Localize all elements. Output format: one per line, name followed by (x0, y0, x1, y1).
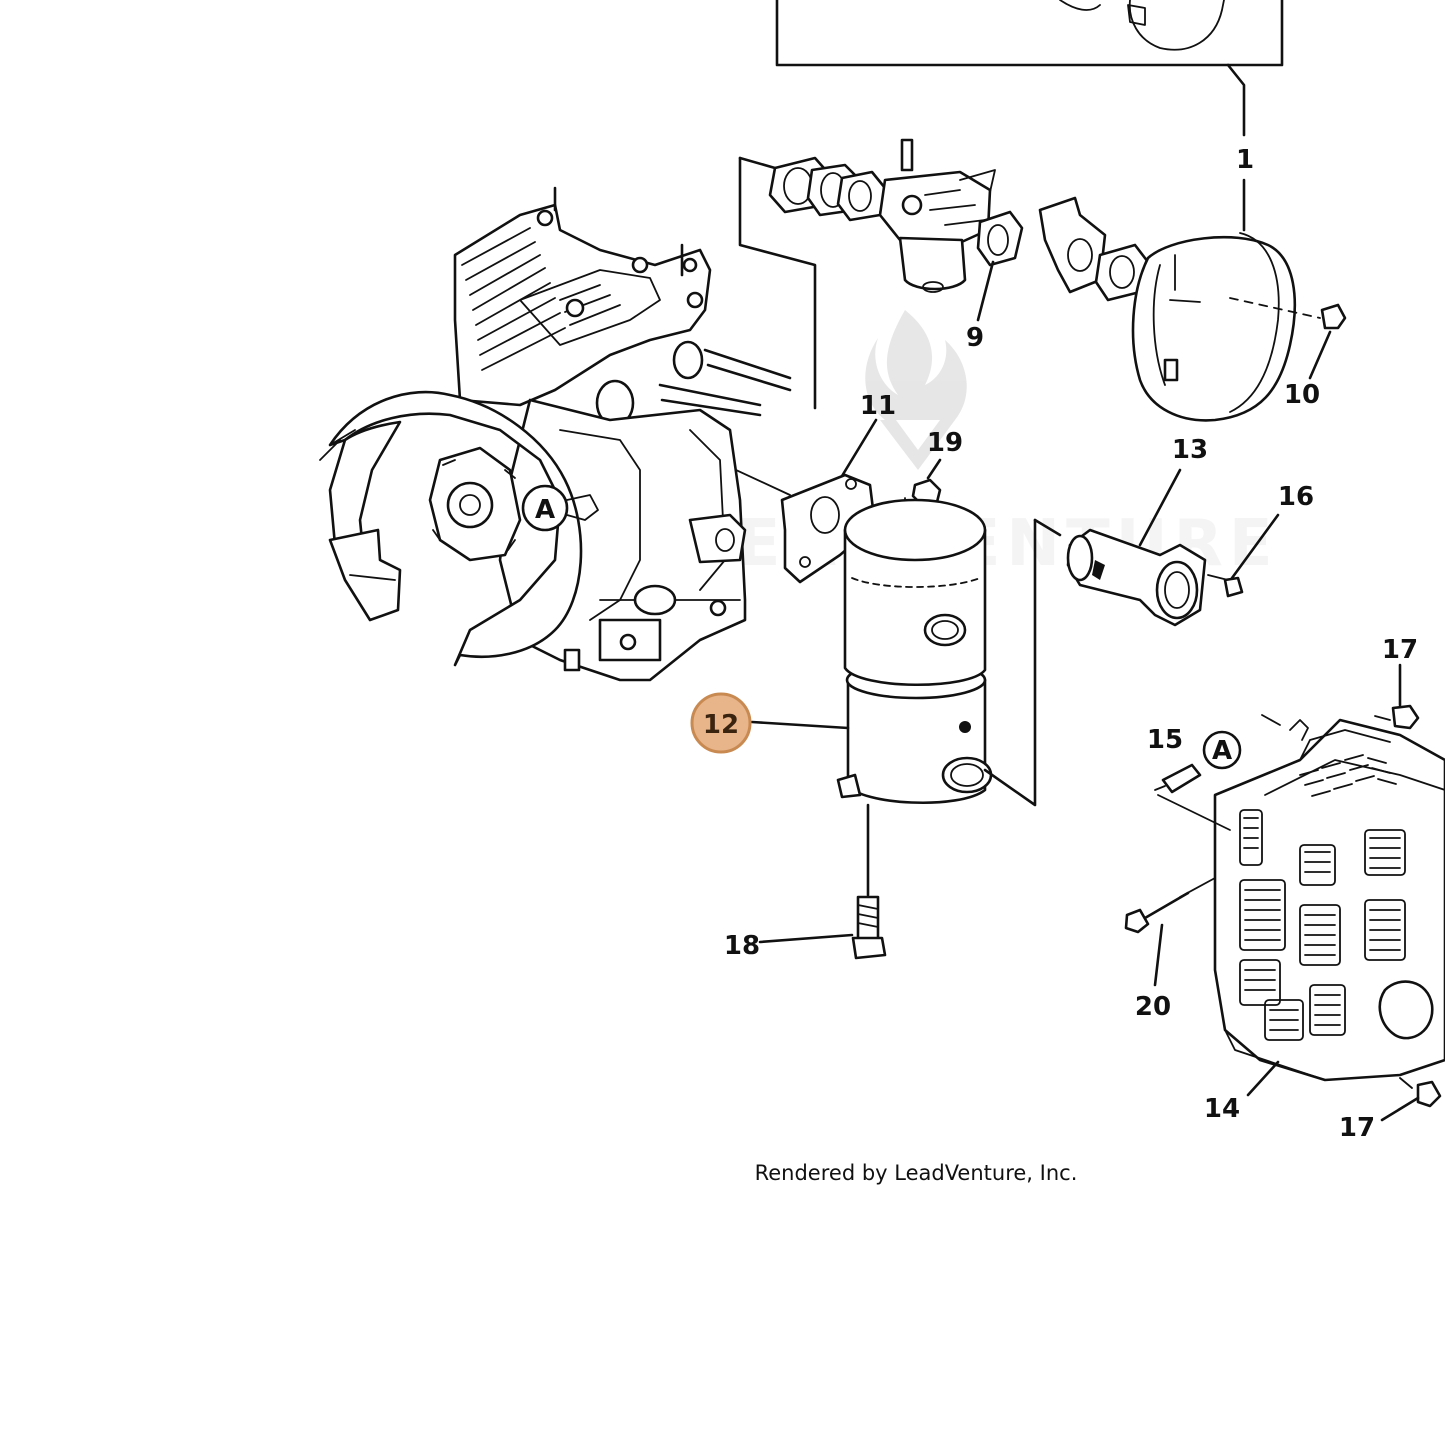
callout-12-label[interactable]: 12 (703, 710, 739, 740)
part-18-bolt (758, 803, 887, 960)
intake-gaskets (768, 156, 887, 222)
part-label-16[interactable]: 16 (1278, 482, 1314, 512)
part-10-bolt (1308, 303, 1347, 380)
marker-a-shield: A (1212, 736, 1232, 766)
carburetor (878, 138, 996, 293)
part-label-17-top[interactable]: 17 (1382, 635, 1418, 665)
part-20-bolt (1124, 877, 1216, 987)
callout-12[interactable]: 12 (690, 692, 850, 754)
engine-block: A (319, 186, 792, 682)
part-17-bolts (1374, 663, 1442, 1122)
flame-logo-icon (865, 310, 967, 470)
part-14-heat-shield (1213, 714, 1445, 1097)
part-label-9[interactable]: 9 (966, 323, 984, 353)
part-label-17-bottom[interactable]: 17 (1339, 1113, 1375, 1143)
marker-a-engine: A (535, 495, 555, 525)
part-label-20[interactable]: 20 (1135, 992, 1171, 1022)
part-label-19[interactable]: 19 (927, 428, 963, 458)
part-labels: 1 9 10 11 19 13 16 17 15 18 20 14 17 (724, 145, 1418, 1143)
part-9-gasket (976, 210, 1024, 322)
part-label-1[interactable]: 1 (1236, 145, 1254, 175)
part-13-exhaust-pipe (1066, 468, 1207, 627)
carburetor-bracket (738, 156, 817, 410)
part-label-14[interactable]: 14 (1204, 1094, 1240, 1124)
heat-shield-slots (1239, 754, 1406, 1041)
part-label-13[interactable]: 13 (1172, 435, 1208, 465)
part-label-18[interactable]: 18 (724, 931, 760, 961)
part-label-10[interactable]: 10 (1284, 380, 1320, 410)
part-16-bolt (1207, 513, 1280, 598)
part-label-11[interactable]: 11 (860, 391, 896, 421)
air-cleaner-assembly (1038, 196, 1321, 422)
callout-12-highlight[interactable] (690, 692, 752, 754)
part-label-15[interactable]: 15 (1147, 725, 1183, 755)
air-cleaner-bracket (775, 0, 1284, 232)
part-15-pin: A (1154, 730, 1242, 831)
render-credit: Rendered by LeadVenture, Inc. (755, 1161, 1078, 1185)
muffler (836, 498, 1062, 807)
part-11-gasket (780, 418, 878, 584)
